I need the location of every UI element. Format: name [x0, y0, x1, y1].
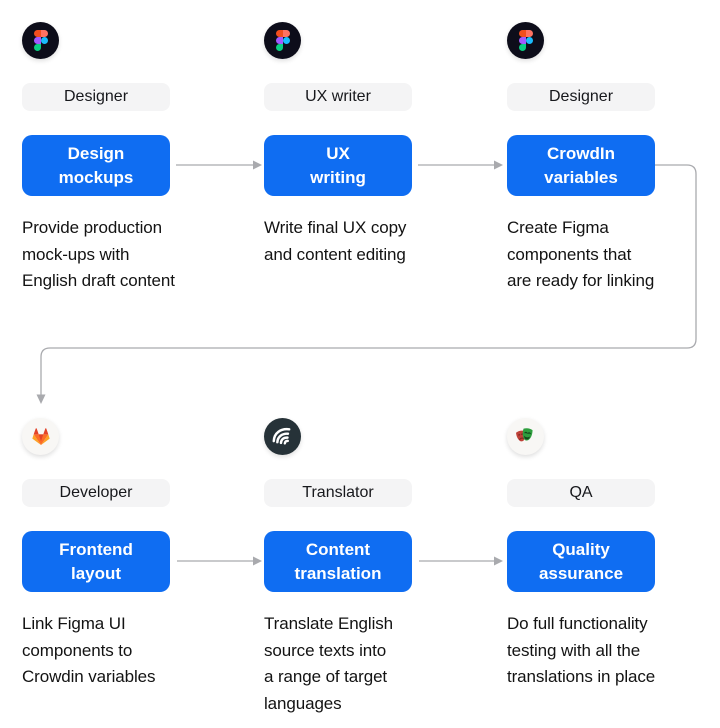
role-badge: Designer	[22, 83, 170, 111]
role-badge: UX writer	[264, 83, 412, 111]
step-button-crowdin-variables[interactable]: CrowdIn variables	[507, 135, 655, 196]
role-badge: Developer	[22, 479, 170, 507]
arrowhead-step4-step5	[253, 556, 262, 566]
step-description: Provide production mock-ups with English…	[22, 218, 175, 291]
step-button-design-mockups[interactable]: Design mockups	[22, 135, 170, 196]
step-button-content-translation[interactable]: Content translation	[264, 531, 412, 592]
step-description: Create Figma components that are ready f…	[507, 218, 655, 291]
role-label: UX writer	[305, 88, 371, 105]
arrowhead-step1-step2	[253, 160, 262, 170]
role-label: Designer	[63, 88, 129, 105]
role-badge: Translator	[264, 479, 412, 507]
step-description: Do full functionality testing with all t…	[507, 614, 656, 687]
step-content-translation: Translator Content translation Translate…	[264, 418, 440, 717]
theater-masks-icon	[507, 418, 544, 455]
role-label: Developer	[59, 484, 133, 501]
step-frontend-layout: Developer Frontend layout Link Figma UI …	[22, 418, 198, 691]
arrowhead-step5-step6	[494, 556, 503, 566]
step-button-quality-assurance[interactable]: Quality assurance	[507, 531, 655, 592]
step-description: Write final UX copy and content editing	[264, 218, 407, 264]
gitlab-icon	[22, 418, 59, 455]
role-label: QA	[569, 484, 593, 501]
role-badge: Designer	[507, 83, 655, 111]
step-description: Link Figma UI components to Crowdin vari…	[22, 614, 156, 687]
figma-icon	[22, 22, 59, 59]
role-label: Translator	[302, 484, 374, 501]
step-crowdin-variables: Designer CrowdIn variables Create Figma …	[507, 22, 683, 295]
step-button-ux-writing[interactable]: UX writing	[264, 135, 412, 196]
step-button-frontend-layout[interactable]: Frontend layout	[22, 531, 170, 592]
step-quality-assurance: QA Quality assurance Do full functionali…	[507, 418, 683, 691]
step-design-mockups: Designer Design mockups Provide producti…	[22, 22, 198, 295]
role-label: Designer	[548, 88, 614, 105]
arrowhead-step3-step4	[36, 394, 46, 404]
step-ux-writing: UX writer UX writing Write final UX copy…	[264, 22, 440, 268]
arrowhead-step2-step3	[494, 160, 503, 170]
crowdin-icon	[264, 418, 301, 455]
figma-icon	[507, 22, 544, 59]
role-badge: QA	[507, 479, 655, 507]
step-description: Translate English source texts into a ra…	[264, 614, 394, 713]
figma-icon	[264, 22, 301, 59]
